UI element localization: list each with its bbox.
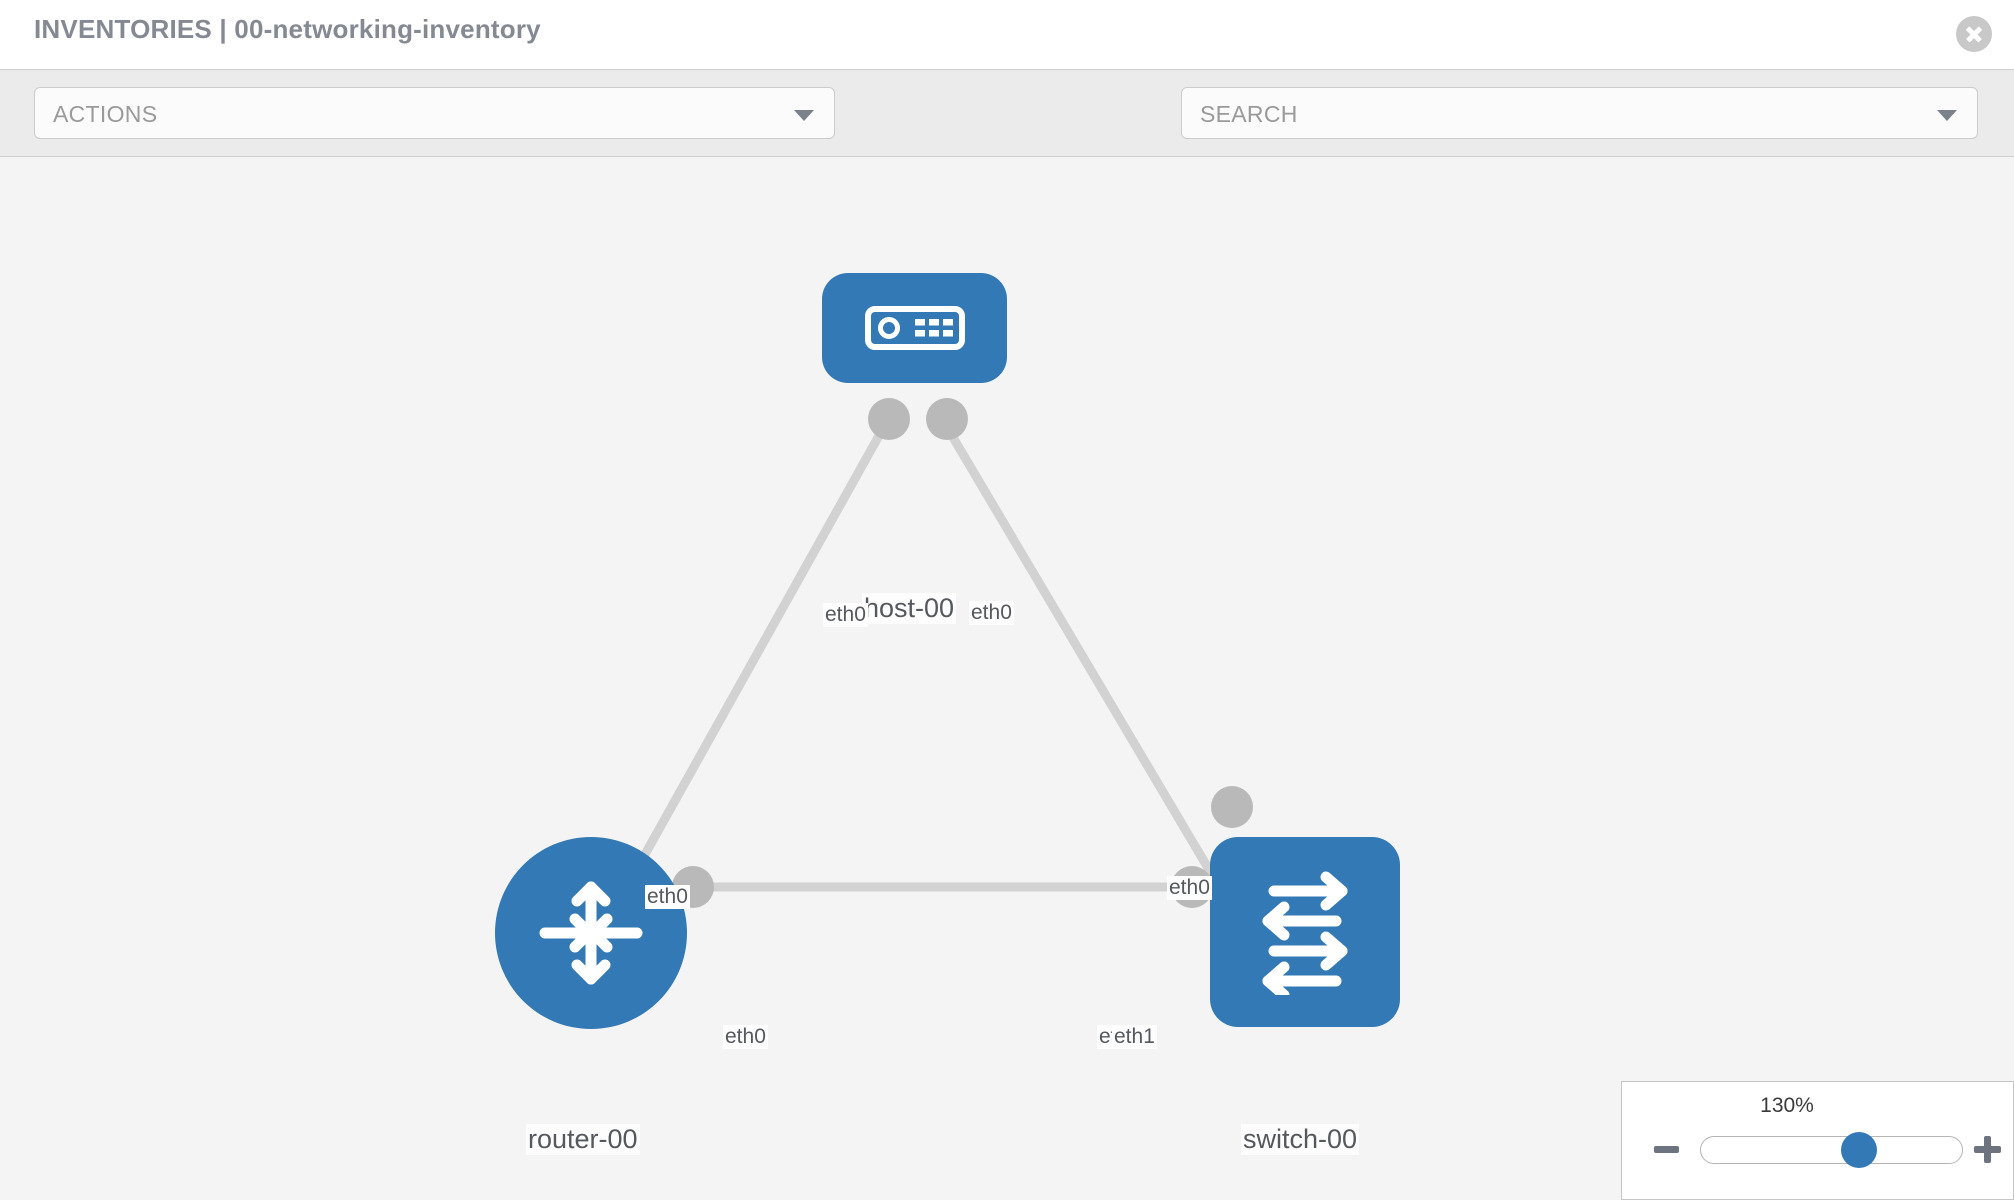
node-host-00-label: host-00 bbox=[862, 593, 957, 624]
link-router-host[interactable] bbox=[606, 404, 899, 920]
node-switch-00-shape[interactable] bbox=[1210, 837, 1400, 1027]
zoom-control-panel: 130% bbox=[1621, 1081, 2014, 1200]
iface-label-router-host-eth0: eth0 bbox=[645, 885, 690, 909]
search-placeholder: SEARCH bbox=[1200, 101, 1298, 127]
iface-label-router-eth0: eth0 bbox=[723, 1025, 768, 1049]
plus-icon[interactable] bbox=[1974, 1136, 2001, 1163]
endpoint-switch-eth0[interactable] bbox=[1211, 786, 1253, 828]
actions-dropdown-label: ACTIONS bbox=[53, 101, 158, 127]
switch-arrows-icon bbox=[1262, 871, 1348, 995]
endpoint-host-eth0-right[interactable] bbox=[926, 398, 968, 440]
iface-label-host-eth0-right: eth0 bbox=[969, 601, 1014, 625]
minus-icon[interactable] bbox=[1654, 1146, 1679, 1153]
topology-links bbox=[606, 398, 1253, 925]
page-header: INVENTORIES | 00-networking-inventory bbox=[0, 0, 2014, 69]
zoom-slider-thumb[interactable] bbox=[1840, 1132, 1877, 1168]
topology-canvas[interactable]: host-00 bbox=[0, 157, 2014, 1200]
node-switch-00-label: switch-00 bbox=[1241, 1124, 1360, 1155]
search-input[interactable]: SEARCH bbox=[1181, 87, 1978, 139]
iface-label-switch-eth1: eth1 bbox=[1112, 1025, 1157, 1049]
server-device-icon bbox=[864, 306, 965, 350]
link-host-switch[interactable] bbox=[931, 404, 1244, 925]
node-router-00-label: router-00 bbox=[526, 1124, 640, 1155]
toolbar: ACTIONS SEARCH bbox=[0, 69, 2014, 196]
node-router-00-shape[interactable] bbox=[495, 837, 687, 1029]
chevron-down-icon bbox=[794, 110, 814, 121]
chevron-down-icon bbox=[1937, 110, 1957, 121]
zoom-slider-track[interactable] bbox=[1700, 1136, 1963, 1164]
actions-dropdown[interactable]: ACTIONS bbox=[34, 87, 835, 139]
router-arrows-icon bbox=[539, 881, 643, 985]
iface-label-host-eth0-left: eth0 bbox=[823, 603, 868, 627]
node-host-00-shape[interactable] bbox=[822, 273, 1007, 383]
zoom-level-value: 130% bbox=[1760, 1094, 1814, 1117]
iface-label-switch-host-eth0: eth0 bbox=[1167, 876, 1212, 900]
endpoint-host-eth0-left[interactable] bbox=[868, 398, 910, 440]
close-icon[interactable] bbox=[1956, 16, 1992, 52]
page-title: INVENTORIES | 00-networking-inventory bbox=[34, 14, 541, 44]
